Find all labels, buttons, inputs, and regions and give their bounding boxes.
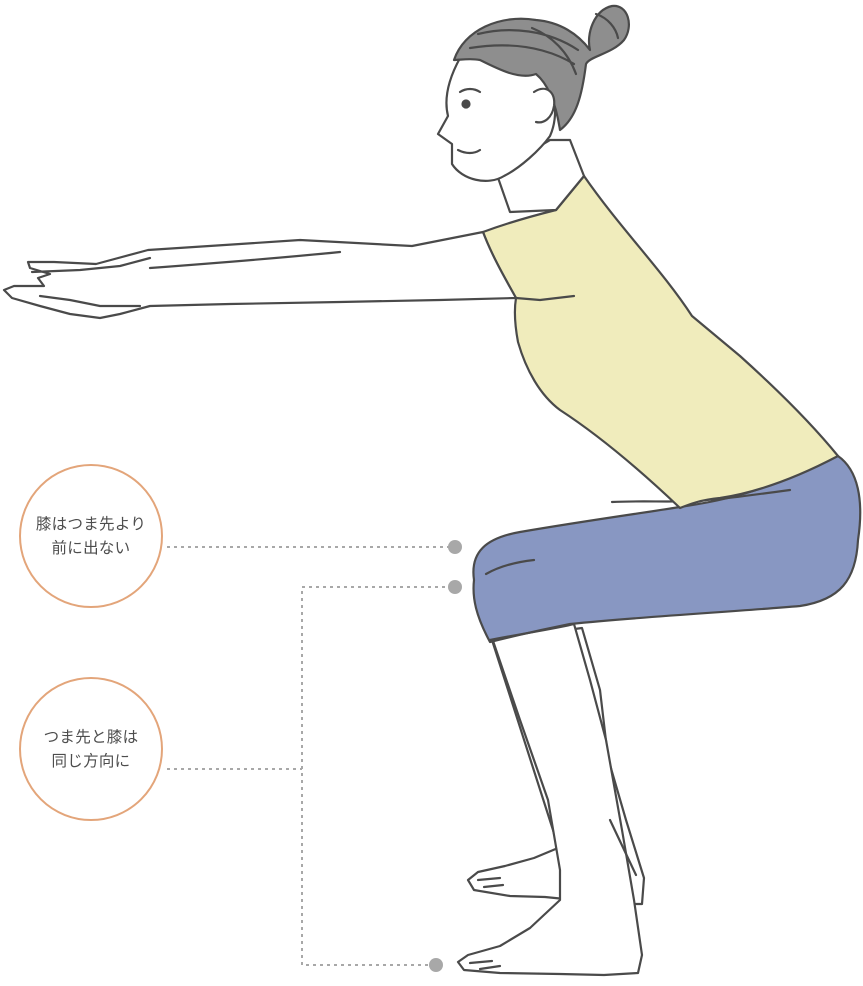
toe-knee-guide-bracket [301,586,452,966]
mouth [456,148,482,155]
knee-marker-dot [448,540,462,554]
callout-text: 膝はつま先より 前に出ない [36,512,146,560]
callout-line: 膝はつま先より [35,515,147,533]
callout-text: つま先と膝は 同じ方向に [44,725,139,773]
front-shin [456,622,644,977]
callout-line: 前に出ない [51,539,131,557]
shirt [481,174,840,510]
toe-marker-dot [429,958,443,972]
shorts-hem-line [488,622,576,642]
ear [532,87,556,124]
arms [2,230,518,320]
callout-line: つま先と膝は [43,728,139,746]
toes-knees-same-direction-callout: つま先と膝は 同じ方向に [19,677,163,821]
hair-strands [468,12,620,76]
forearm-line [148,250,342,270]
front-foot-toes [468,959,502,971]
guide-lines [167,546,452,966]
person-squat-figure [2,4,862,977]
eye [461,99,471,109]
eyebrow [458,87,482,94]
knee-not-past-toes-callout: 膝はつま先より 前に出ない [19,464,163,608]
shin-crease [608,818,638,877]
knee-direction-marker-dot [448,580,462,594]
upper-hand-line [30,256,152,274]
sleeve-edge [514,294,576,302]
neck [494,138,586,214]
lower-hand-line [38,294,142,308]
hair [452,4,630,132]
back-foot-toes [476,876,505,889]
callout-line: 同じ方向に [51,752,131,770]
